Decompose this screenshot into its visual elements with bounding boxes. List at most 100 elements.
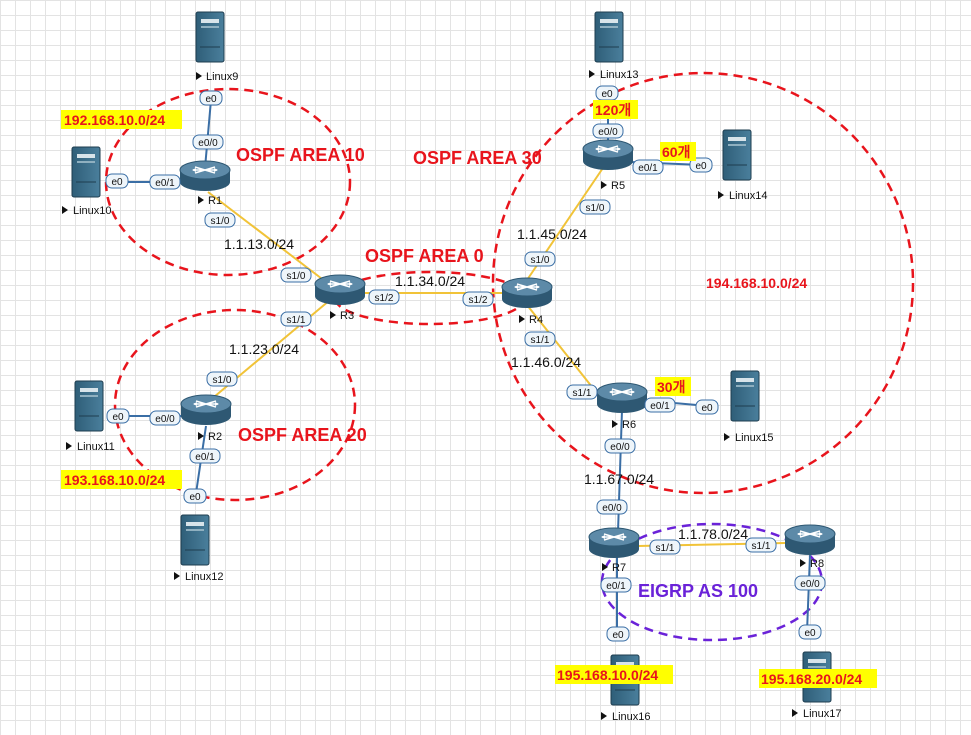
server-icon[interactable] [594, 11, 624, 63]
iface-pill: s1/0 [206, 371, 238, 387]
iface-pill: e0 [183, 488, 207, 504]
router-icon[interactable] [501, 277, 553, 309]
iface-pill: e0/0 [192, 134, 224, 150]
svg-text:e0: e0 [612, 630, 624, 641]
network-label: 194.168.10.0/24 [706, 275, 807, 291]
subnet-label: 1.1.67.0/24 [584, 471, 654, 487]
svg-text:e0: e0 [205, 94, 217, 105]
link-r8-linux17 [806, 554, 811, 633]
iface-pill: e0 [606, 626, 630, 642]
area10-title: OSPF AREA 10 [236, 145, 365, 165]
svg-text:e0/1: e0/1 [638, 163, 658, 174]
iface-pill: e0 [798, 624, 822, 640]
subnet-labels: 1.1.13.0/24 1.1.23.0/24 1.1.34.0/24 1.1.… [224, 226, 748, 542]
server-icon[interactable] [74, 380, 104, 432]
svg-text:e0: e0 [695, 161, 707, 172]
server-icon[interactable] [71, 146, 101, 198]
hosts [71, 11, 832, 706]
iface-pill: e0/0 [592, 123, 624, 139]
svg-text:e0/0: e0/0 [602, 503, 622, 514]
svg-text:s1/0: s1/0 [531, 255, 550, 266]
svg-text:e0/0: e0/0 [598, 127, 618, 138]
iface-pill: s1/1 [649, 539, 681, 555]
area0-title: OSPF AREA 0 [365, 246, 484, 266]
iface-pill: e0 [105, 173, 129, 189]
svg-text:e0/0: e0/0 [800, 579, 820, 590]
iface-pill: e0/1 [632, 159, 664, 175]
iface-pill: e0/0 [794, 575, 826, 591]
svg-text:s1/2: s1/2 [469, 295, 488, 306]
area30-title: OSPF AREA 30 [413, 148, 542, 168]
host-label: Linux13 [600, 69, 639, 81]
iface-pill: e0 [106, 408, 130, 424]
iface-pill: s1/0 [204, 212, 236, 228]
network-label: 193.168.10.0/24 [64, 472, 165, 488]
svg-text:e0/1: e0/1 [155, 178, 175, 189]
host-label: Linux11 [77, 441, 115, 453]
svg-text:e0/1: e0/1 [650, 401, 670, 412]
count-label: 120개 [595, 102, 631, 118]
iface-pill: s1/2 [462, 291, 494, 307]
svg-text:s1/0: s1/0 [211, 216, 230, 227]
router-label: R3 [340, 310, 354, 322]
svg-text:e0: e0 [189, 492, 201, 503]
svg-text:e0: e0 [701, 403, 713, 414]
router-icon[interactable] [784, 524, 836, 556]
router-label: R5 [611, 180, 625, 192]
svg-text:e0/1: e0/1 [195, 452, 215, 463]
host-label: Linux17 [803, 708, 842, 720]
router-icon[interactable] [582, 139, 634, 171]
server-icon[interactable] [730, 370, 760, 422]
subnet-label: 1.1.13.0/24 [224, 236, 294, 252]
network-label: 195.168.10.0/24 [557, 667, 658, 683]
svg-text:e0/0: e0/0 [198, 138, 218, 149]
area30-boundary [491, 71, 915, 495]
count-label: 30개 [657, 379, 685, 395]
area20-title: OSPF AREA 20 [238, 425, 367, 445]
iface-pill: s1/0 [524, 251, 556, 267]
router-label: R6 [622, 419, 636, 431]
eigrp-title: EIGRP AS 100 [638, 581, 758, 601]
router-label: R1 [208, 195, 222, 207]
iface-pill: e0 [689, 157, 713, 173]
router-icon[interactable] [588, 527, 640, 559]
router-label: R4 [529, 314, 543, 326]
host-label: Linux10 [73, 205, 112, 217]
iface-pill: s1/1 [566, 384, 598, 400]
host-label: Linux14 [729, 190, 768, 202]
iface-pill: e0/0 [149, 410, 181, 426]
iface-pill: s1/1 [745, 537, 777, 553]
svg-text:s1/1: s1/1 [656, 543, 675, 554]
iface-pill: e0/1 [189, 448, 221, 464]
host-label: Linux9 [206, 71, 238, 83]
server-icon[interactable] [722, 129, 752, 181]
svg-text:s1/0: s1/0 [287, 271, 306, 282]
iface-pill: e0 [595, 85, 619, 101]
link-r4-r6 [526, 304, 601, 398]
iface-pill: e0/1 [600, 577, 632, 593]
server-icon[interactable] [195, 11, 225, 63]
area20-boundary [113, 308, 357, 502]
subnet-label: 1.1.78.0/24 [678, 526, 748, 542]
router-icon[interactable] [314, 274, 366, 306]
router-icon[interactable] [180, 394, 232, 426]
subnet-label: 1.1.23.0/24 [229, 341, 299, 357]
svg-text:s1/1: s1/1 [573, 388, 592, 399]
iface-pill: e0/0 [596, 499, 628, 515]
svg-text:s1/1: s1/1 [287, 315, 306, 326]
server-icon[interactable] [180, 514, 210, 566]
router-icon[interactable] [179, 160, 231, 192]
router-label: R8 [810, 558, 824, 570]
router-icon[interactable] [596, 382, 648, 414]
count-label: 60개 [662, 144, 690, 160]
iface-pill: s1/0 [280, 267, 312, 283]
svg-text:s1/0: s1/0 [213, 375, 232, 386]
svg-text:s1/2: s1/2 [375, 293, 394, 304]
iface-pill: s1/0 [579, 199, 611, 215]
svg-text:s1/0: s1/0 [586, 203, 605, 214]
subnet-label: 1.1.45.0/24 [517, 226, 587, 242]
link-r1-linux9 [204, 99, 212, 169]
host-label: Linux16 [612, 711, 651, 723]
